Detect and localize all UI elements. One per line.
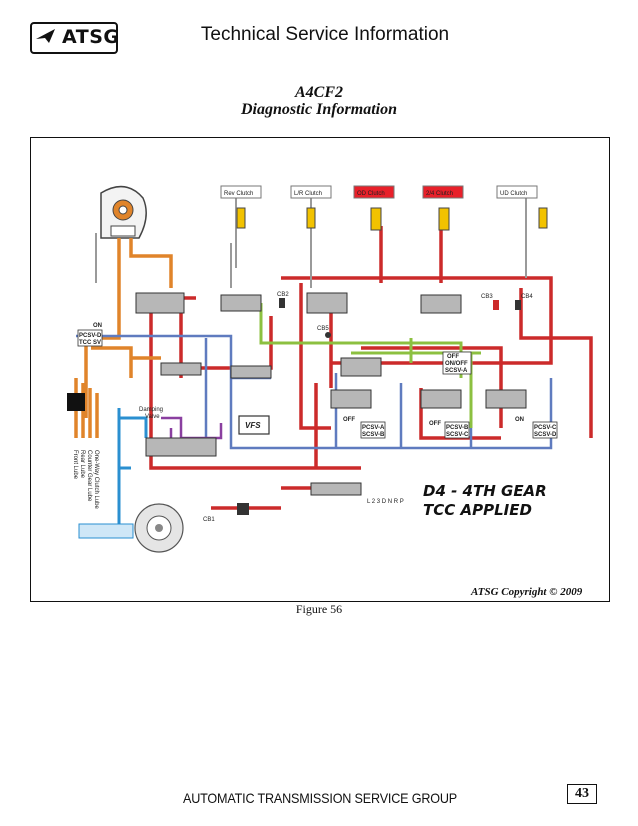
- oil-pump: [134, 503, 184, 553]
- vfs-label: VFS: [245, 421, 261, 430]
- copyright: ATSG Copyright © 2009: [470, 586, 583, 598]
- logo-text: ATSG: [62, 26, 120, 48]
- tag-line: PCSV-B: [446, 425, 469, 431]
- tag-line: SCSV-B: [362, 432, 385, 438]
- checkball-cb4: CB4: [515, 294, 533, 310]
- damping-label-2: Valve: [145, 414, 160, 420]
- damping-valve: Damping Valve: [139, 407, 163, 420]
- state-on: ON: [93, 323, 102, 329]
- state-off: OFF: [343, 417, 355, 423]
- lube-label: Rear Lube: [79, 450, 85, 479]
- hydraulic-schematic: Rev Clutch L/R Clutch OD Clutch 2/4 Clut…: [67, 185, 593, 598]
- checkball-cb1: CB1: [203, 503, 249, 523]
- lube-label: Counter Gear Lube: [86, 450, 92, 502]
- clutch-label: L/R Clutch: [294, 191, 322, 197]
- atsg-logo: ATSG: [30, 22, 120, 54]
- hydraulic-diagram: Rev Clutch L/R Clutch OD Clutch 2/4 Clut…: [30, 137, 610, 602]
- tag-line: OFF: [447, 354, 459, 360]
- document-subtitle: Diagnostic Information: [240, 101, 398, 118]
- checkball-label: CB2: [277, 292, 289, 298]
- tag-line: PCSV-D: [79, 333, 102, 339]
- clutch-od: OD Clutch: [353, 185, 395, 231]
- checkball-label: CB1: [203, 517, 215, 523]
- gear-status: D4 - 4TH GEAR: [423, 482, 547, 500]
- manual-valve: L 2 3 D N R P: [367, 499, 404, 505]
- state-off: OFF: [429, 421, 441, 427]
- clutch-lr: L/R Clutch: [290, 185, 332, 229]
- range-letters: L 2 3 D N R P: [367, 499, 404, 505]
- clutch-label: OD Clutch: [357, 191, 385, 197]
- checkball-cb2: CB2: [277, 292, 289, 308]
- header-title: Technical Service Information: [200, 24, 450, 45]
- footer-text: AUTOMATIC TRANSMISSION SERVICE GROUP: [182, 790, 458, 806]
- solenoid-tag-pcsv-d: PCSV-D TCC SV ON: [77, 323, 103, 347]
- checkball-cb5: CB5: [317, 326, 331, 338]
- clutch-label: Rev Clutch: [224, 191, 253, 197]
- clutch-label: UD Clutch: [500, 191, 527, 197]
- state-on: ON: [515, 417, 524, 423]
- valve-bodies: [135, 292, 527, 496]
- page-number: 43: [567, 784, 597, 804]
- filter-block: [67, 393, 85, 411]
- oil-sump: [78, 523, 134, 539]
- lube-labels: Front Lube Rear Lube Counter Gear Lube O…: [72, 450, 99, 509]
- solenoid-tag-scsv-a: OFF ON/OFF SCSV-A: [442, 351, 472, 375]
- tag-line: PCSV-C: [534, 425, 557, 431]
- tag-line: SCSV-A: [445, 368, 468, 374]
- tcc-status: TCC APPLIED: [423, 501, 532, 519]
- clutch-label: 2/4 Clutch: [426, 191, 453, 197]
- clutch-rev: Rev Clutch: [220, 185, 262, 229]
- document-model: A4CF2: [294, 84, 343, 101]
- lube-label: One-Way Clutch Lube: [93, 450, 99, 509]
- lube-label: Front Lube: [72, 450, 78, 480]
- checkball-label: CB5: [317, 326, 329, 332]
- clutch-ud: UD Clutch: [496, 185, 548, 229]
- tag-line: SCSV-D: [534, 432, 557, 438]
- tag-line: ON/OFF: [445, 361, 468, 367]
- converter-circuit: [74, 238, 173, 438]
- solenoid-tag-pcsv-b: OFF PCSV-B SCSV-C: [429, 421, 470, 439]
- checkball-cb3: CB3: [481, 294, 499, 310]
- clutch-2-4: 2/4 Clutch: [422, 185, 464, 231]
- torque-converter: [100, 185, 147, 239]
- lube-circuit: [117, 408, 148, 528]
- tag-line: PCSV-A: [362, 425, 385, 431]
- figure-caption: Figure 56: [295, 602, 343, 616]
- solenoid-tag-pcsv-c: ON PCSV-C SCSV-D: [515, 417, 558, 439]
- tag-line: TCC SV: [79, 340, 101, 346]
- plane-icon: [36, 29, 55, 43]
- solenoid-tag-pcsv-a: OFF PCSV-A SCSV-B: [343, 417, 386, 439]
- checkball-label: CB3: [481, 294, 493, 300]
- vfs-solenoid: VFS: [238, 415, 270, 435]
- checkball-label: CB4: [521, 294, 533, 300]
- damping-label-1: Damping: [139, 407, 163, 413]
- tag-line: SCSV-C: [446, 432, 469, 438]
